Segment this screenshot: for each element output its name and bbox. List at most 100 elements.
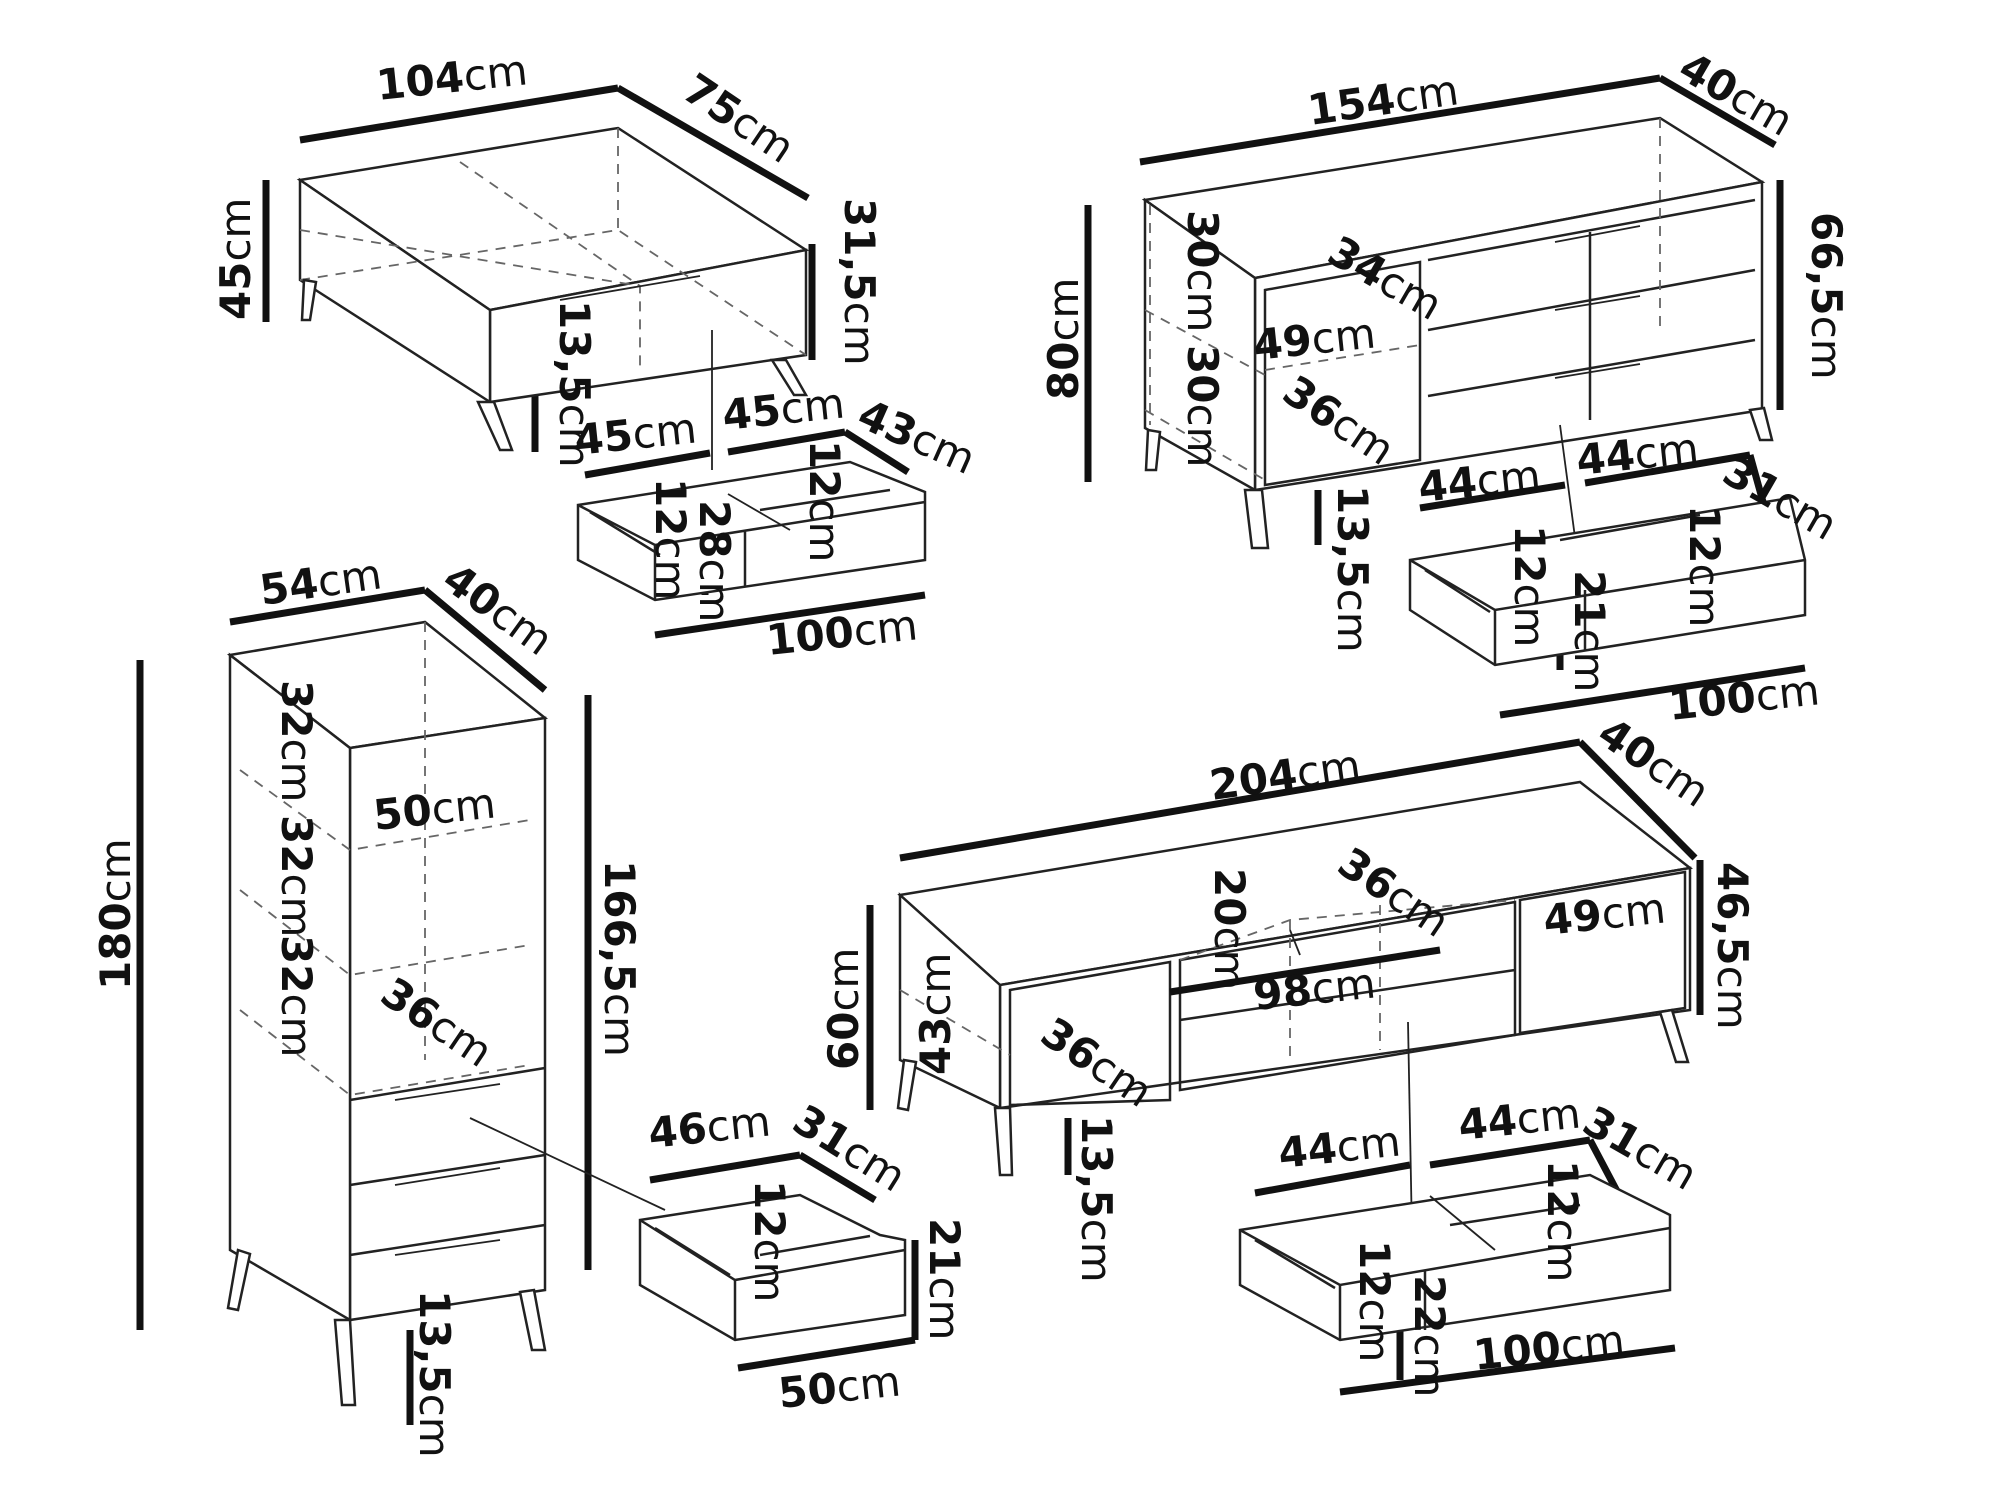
- sideboard-leg-3: [1748, 406, 1774, 442]
- coffee-drawer-width-left-label: 45cm: [572, 403, 699, 465]
- cabinet-drawer-h-label: 12cm: [745, 1180, 794, 1302]
- tv-drawer-h-left-label: 12cm: [1350, 1240, 1399, 1362]
- tv-drawer-divider: [1429, 1195, 1496, 1251]
- tv-left-compartment-label: 43cm: [911, 953, 960, 1075]
- cabinet-drawer-width-label: 46cm: [646, 1096, 773, 1158]
- tv-drawer-width-left-label: 44cm: [1276, 1116, 1403, 1178]
- tv-leg-3: [1658, 1008, 1690, 1064]
- coffee-drawer-front-height-label: 28cm: [690, 500, 739, 622]
- coffee-inner-height-label: 31,5cm: [835, 198, 884, 366]
- sideboard-drawer-width-right-line: [1584, 451, 1751, 487]
- cabinet-drawer-front-height-label: 21cm: [920, 1218, 969, 1340]
- sideboard-shelf-width-label: 49cm: [1251, 308, 1378, 370]
- coffee-drawer-depth-line: [843, 429, 910, 475]
- cabinet-leader: [469, 1117, 666, 1211]
- tv-inner-height-label: 46,5cm: [1708, 862, 1757, 1030]
- tall-cabinet: [136, 586, 919, 1425]
- sideboard-depth-label: 40cm: [1671, 42, 1802, 146]
- tv-drawer-width-right-label: 44cm: [1456, 1088, 1583, 1150]
- tv-drawer-front-width-line: [1339, 1344, 1676, 1396]
- cabinet-drawer-front-width-label: 50cm: [776, 1356, 903, 1418]
- coffee-drawer-width-left-line: [584, 449, 711, 479]
- tv-stand: [866, 738, 1704, 1396]
- cabinet-drawer-width-line: [649, 1151, 801, 1184]
- dimension-labels: 104cm 75cm 45cm 31,5cm 13,5cm 45cm 45cm …: [91, 42, 1851, 1457]
- tv-leg-label: 13,5cm: [1072, 1115, 1121, 1283]
- tv-right-width-label: 49cm: [1541, 883, 1668, 945]
- sideboard-drawer-width-left-line: [1419, 481, 1566, 512]
- coffee-height-label: 45cm: [211, 198, 260, 320]
- coffee-drawer-front-width-line: [654, 591, 926, 639]
- cabinet-inner-height-label: 166,5cm: [595, 860, 644, 1057]
- cabinet-drawer-front-width-line: [737, 1336, 916, 1372]
- cabinet-drawer-depth-line: [798, 1151, 877, 1204]
- sideboard-drawer-front-height-label: 21cm: [1565, 570, 1614, 692]
- sideboard-leg-1: [1243, 488, 1270, 550]
- sideboard-depth-line: [1658, 74, 1777, 149]
- cabinet-hidden-lines: [239, 622, 531, 1096]
- tv-drawer-h-right-label: 12cm: [1538, 1160, 1587, 1282]
- tv-drawer-width-right-line: [1429, 1136, 1591, 1169]
- tv-height-label: 60cm: [819, 948, 868, 1070]
- sideboard-hidden-lines: [1144, 118, 1661, 481]
- tv-depth-line: [1577, 739, 1698, 861]
- tv-shelf-width-line: [1169, 946, 1441, 996]
- tv-drawer-box: [1238, 1173, 1672, 1342]
- coffee-drawer-divider: [727, 493, 791, 531]
- tv-handle: [1289, 929, 1301, 956]
- sideboard-leg-2: [1144, 428, 1162, 472]
- sideboard-leg-label: 13,5cm: [1328, 485, 1377, 653]
- cabinet-leg-3: [518, 1288, 547, 1352]
- sideboard-drawer-box: [1408, 496, 1807, 667]
- cabinet-leg-label: 13,5cm: [410, 1290, 459, 1458]
- cabinet-shelf-1-label: 32cm: [272, 680, 321, 802]
- sideboard-drawer-h-right-label: 12cm: [1680, 505, 1729, 627]
- sideboard-drawer-front-width-line: [1499, 664, 1806, 719]
- sideboard-drawer-width-right-label: 44cm: [1574, 423, 1701, 485]
- coffee-drawer-h-left-label: 12cm: [646, 478, 695, 600]
- sideboard: [1084, 74, 1807, 719]
- cabinet-drawer-inner: [639, 1218, 906, 1340]
- coffee-drawer-front-width-label: 100cm: [764, 600, 920, 665]
- sideboard-drawer-h-left-label: 12cm: [1505, 525, 1554, 647]
- cabinet-drawer-box: [638, 1193, 907, 1342]
- sideboard-drawer-inner: [1409, 513, 1806, 665]
- tv-drawer-inner: [1239, 1203, 1671, 1340]
- coffee-drawer-box: [576, 460, 927, 602]
- tv-drawer-front-width-label: 100cm: [1471, 1315, 1627, 1380]
- cabinet-leg-2: [226, 1248, 252, 1312]
- sideboard-inner: [1263, 198, 1756, 487]
- sideboard-shelf-top-label: 30cm: [1178, 210, 1227, 332]
- sideboard-width-label: 154cm: [1305, 65, 1462, 135]
- coffee-leg-label: 13,5cm: [550, 300, 599, 468]
- coffee-drawer-inner: [577, 488, 926, 600]
- sideboard-handles: [1554, 225, 1641, 379]
- coffee-table-handle: [559, 275, 701, 301]
- coffee-table-leg-right: [769, 358, 809, 397]
- coffee-table-width-line: [299, 84, 619, 144]
- sideboard-inner-height-label: 66,5cm: [1802, 212, 1851, 380]
- coffee-table-leg-front: [476, 400, 514, 452]
- cabinet-width-line: [229, 586, 426, 626]
- cabinet-width-label: 54cm: [257, 549, 385, 615]
- cabinet-handles: [394, 1083, 501, 1256]
- coffee-table-leg-left: [300, 278, 318, 322]
- tv-center-height-label: 20cm: [1205, 868, 1254, 990]
- sideboard-drawer-front-width-label: 100cm: [1666, 665, 1822, 730]
- coffee-width-label: 104cm: [374, 45, 530, 110]
- cabinet-depth-line: [422, 587, 548, 693]
- tv-drawer-width-left-line: [1254, 1161, 1411, 1197]
- coffee-table: [262, 84, 927, 639]
- sideboard-shelf-bottom-label: 30cm: [1178, 345, 1227, 467]
- tv-hidden-lines: [899, 899, 1516, 1060]
- sideboard-width-line: [1139, 74, 1661, 166]
- coffee-drawer-h-right-label: 12cm: [800, 440, 849, 562]
- sideboard-drawer-width-left-label: 44cm: [1416, 450, 1543, 512]
- cabinet-drawer-fronts: [349, 1066, 546, 1257]
- coffee-table-depth-line: [616, 84, 810, 202]
- sideboard-height-label: 80cm: [1039, 278, 1088, 400]
- coffee-drawer-width-right-label: 45cm: [720, 378, 847, 440]
- tv-center-width-label: 98cm: [1251, 958, 1378, 1020]
- tv-leader: [1407, 1021, 1413, 1236]
